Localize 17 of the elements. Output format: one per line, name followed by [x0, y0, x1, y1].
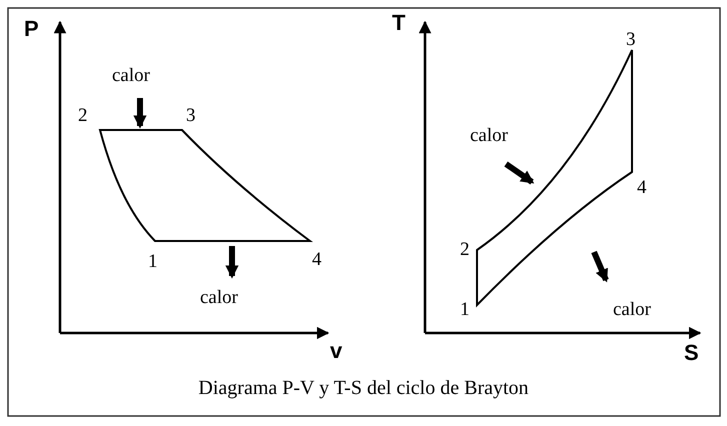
axis-label: P: [24, 18, 39, 40]
caption: Diagrama P-V y T-S del ciclo de Brayton: [198, 378, 529, 398]
point-label: 2: [460, 240, 470, 259]
point-label: 3: [626, 30, 636, 49]
axis-label: S: [684, 342, 699, 364]
heat-label: calor: [112, 66, 150, 85]
heat-label: calor: [470, 126, 508, 145]
heat-label: calor: [200, 288, 238, 307]
heat-label: calor: [613, 300, 651, 319]
point-label: 1: [460, 300, 470, 319]
point-label: 1: [148, 252, 158, 271]
point-label: 4: [637, 178, 646, 197]
point-label: 2: [78, 106, 88, 125]
point-label: 3: [186, 106, 196, 125]
point-label: 4: [312, 250, 322, 269]
axis-label: T: [392, 12, 406, 34]
axis-label: v: [330, 340, 342, 362]
